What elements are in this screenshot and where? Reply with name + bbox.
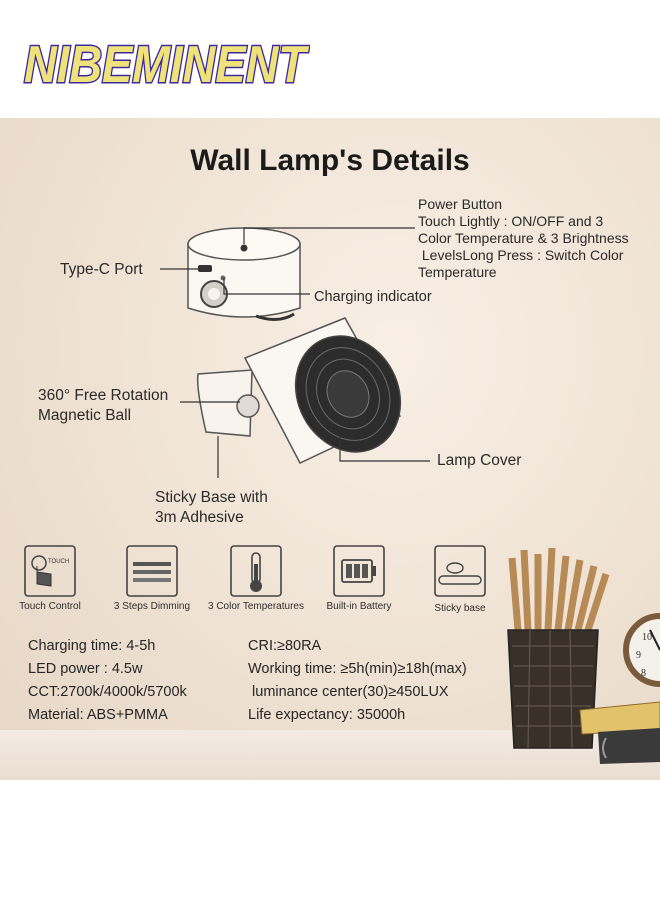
sticky-line-2: 3m Adhesive [155,509,244,526]
brand-logo-text: NIBEMINENT [24,36,310,94]
clock-digit-10: 10 [642,632,652,643]
feature-touch-caption: Touch Control [19,601,81,612]
feature-dimming-caption: 3 Steps Dimming [113,601,191,612]
power-callout-line-4: LevelsLong Press : Switch Color [418,247,624,263]
lamp-head-illustration [196,317,402,464]
thermometer-glyph [230,545,282,597]
power-callout-line-1: Power Button [418,196,503,212]
clock-illustration: 10 9 8 [623,613,660,687]
feature-sticky-base: Sticky base [405,598,515,614]
page-title: Wall Lamp's Details [190,144,470,177]
clock-digit-9: 9 [636,650,641,661]
spec-luminance: luminance center(30)≥450LUX [248,684,449,700]
rotation-line-1: 360° Free Rotation [38,387,169,404]
touch-icon: TOUCH [48,559,70,565]
spec-charging-time: Charging time: 4-5h [28,638,156,654]
feature-touch-control: Touch Control [0,596,105,612]
sticky-line-1: Sticky Base with [155,489,268,506]
battery-glyph [333,545,385,597]
power-callout-line-3: Color Temperature & 3 Brightness [418,230,629,246]
product-detail-panel: Wall Lamp's Details [0,118,660,780]
power-button-callout: Power Button Touch Lightly : ON/OFF and … [418,196,629,281]
spec-led-power: LED power : 4.5w [28,661,143,677]
spec-cct: CCT:2700k/4000k/5700k [28,684,187,700]
charging-indicator-icon [220,275,226,281]
sticky-base-callout: Sticky Base with 3m Adhesive [155,488,268,528]
type-c-port-label: Type-C Port [60,261,143,278]
spec-cri: CRI:≥80RA [248,638,322,654]
sticky-base-glyph [434,545,486,597]
feature-temp-caption: 3 Color Temperatures [208,601,304,612]
callout-lines [160,227,430,478]
power-callout-line-5: Temperature [418,264,497,280]
touch-glyph [24,545,76,597]
feature-battery-caption: Built-in Battery [326,601,392,612]
feature-sticky-caption: Sticky base [434,603,486,614]
lamp-diagram: 10 9 8 [24,227,660,764]
feature-color-temperatures: 3 Color Temperatures [201,596,311,612]
book-illustration [579,701,660,764]
lamp-cover-label: Lamp Cover [437,452,522,469]
rotation-line-2: Magnetic Ball [38,407,132,424]
clock-digit-8: 8 [641,668,646,679]
brand-logo: NIBEMINENT [20,24,311,98]
feature-battery: Built-in Battery [304,596,414,612]
feature-dimming: 3 Steps Dimming [97,596,207,612]
pencil-cup-illustration [507,547,610,749]
spec-material: Material: ABS+PMMA [28,707,168,723]
power-callout-line-2: Touch Lightly : ON/OFF and 3 [418,213,604,229]
power-button-icon [240,244,248,252]
spec-life-expectancy: Life expectancy: 35000h [248,707,406,723]
charging-indicator-label: Charging indicator [314,289,432,305]
rotation-callout: 360° Free Rotation Magnetic Ball [38,386,168,426]
dimming-glyph [126,545,178,597]
spec-working-time: Working time: ≥5h(min)≥18h(max) [248,661,467,677]
